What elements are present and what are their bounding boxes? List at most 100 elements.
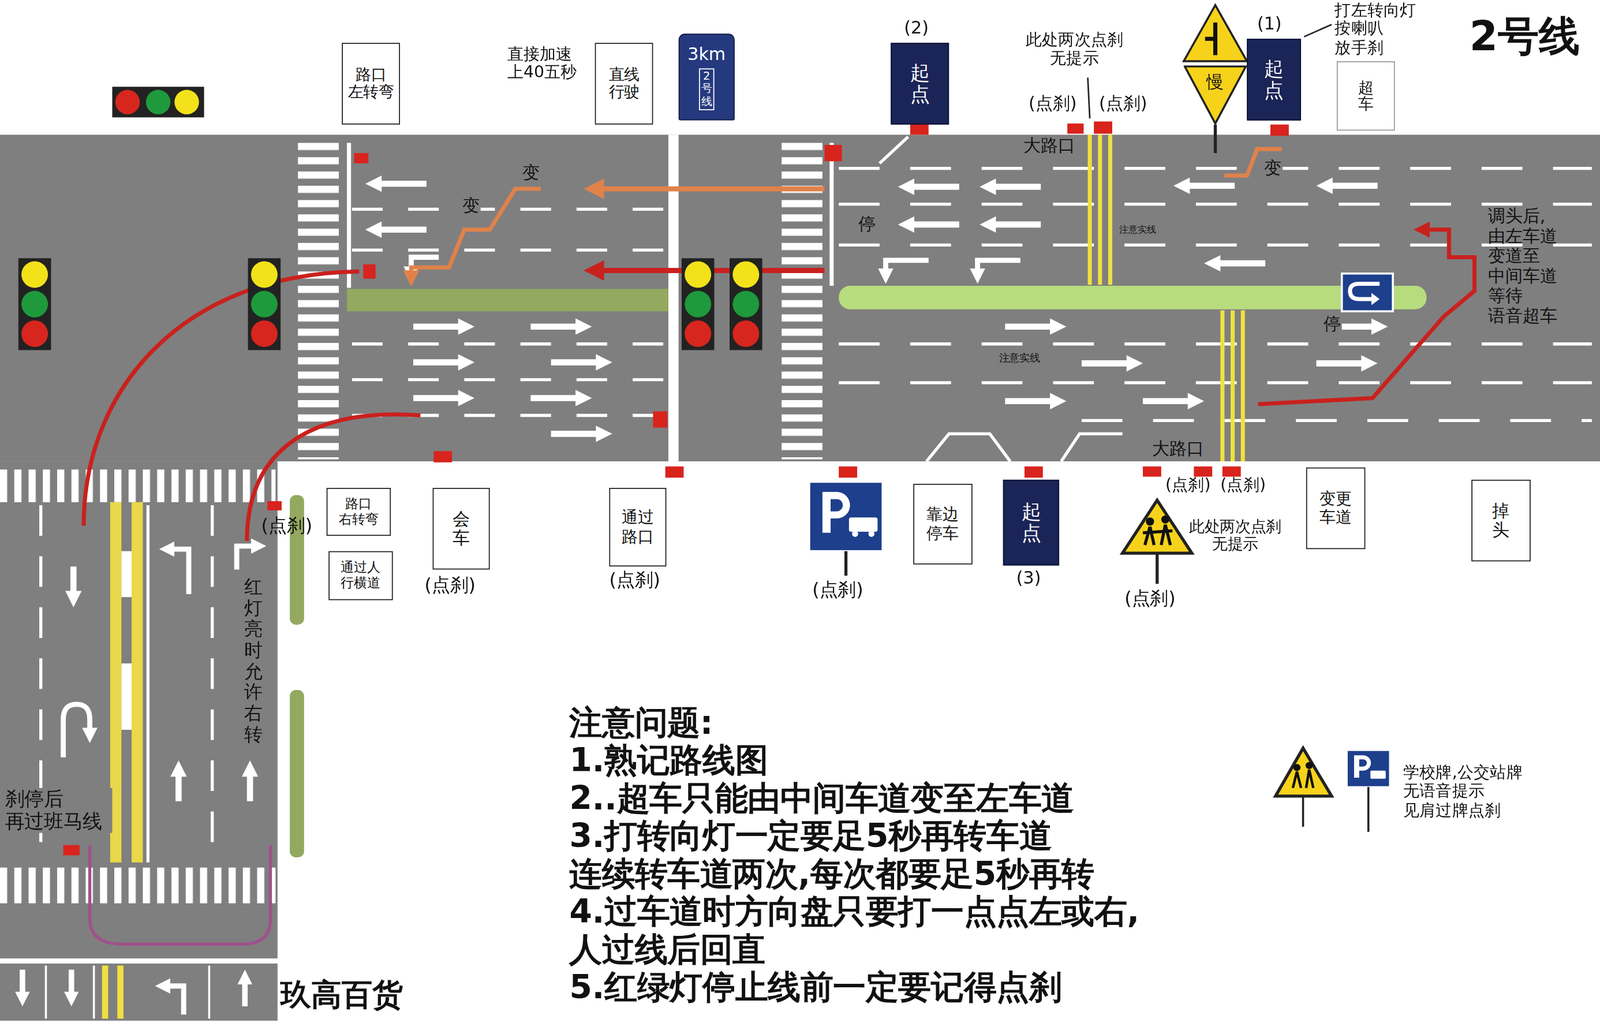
lane-arrow <box>551 353 613 370</box>
instruction-note: 刹停后 再过班马线 <box>4 787 112 833</box>
sign-box: 靠边 停车 <box>913 483 973 565</box>
road-sign <box>1142 524 1173 545</box>
leader-line <box>1303 24 1332 37</box>
lane-marking <box>838 166 1592 170</box>
lane-marking <box>352 342 664 346</box>
brake-note: (点刹) <box>1220 475 1266 495</box>
lane-change-mark: 变 <box>1263 158 1284 179</box>
traffic-light <box>18 258 52 350</box>
start-sign: 起点 <box>890 42 949 125</box>
lane-arrow <box>1316 177 1378 194</box>
lane-marking <box>1061 433 1123 462</box>
legend-icon <box>1305 761 1313 769</box>
road-sign <box>1161 515 1170 524</box>
legend-icon <box>1367 786 1370 832</box>
check-marker <box>353 152 369 164</box>
callout-number: (2) <box>903 18 929 39</box>
sign-text: 路口 右转弯 <box>338 496 379 527</box>
traffic-light <box>18 86 763 350</box>
road-sign <box>809 5 1393 584</box>
lane-arrow <box>1004 393 1067 410</box>
lane-marking <box>352 207 664 211</box>
road-sign <box>1183 5 1248 62</box>
instruction-note: 此处两次点刹 无提示 <box>1023 30 1126 69</box>
lane-arrow <box>898 216 960 233</box>
check-marker <box>652 410 668 428</box>
check-marker <box>63 121 1289 855</box>
check-marker <box>1067 123 1084 134</box>
lane-marking <box>45 965 48 1019</box>
road-sign <box>822 491 851 533</box>
check-marker <box>665 466 684 478</box>
legend-icon <box>1275 748 1390 832</box>
traffic-light <box>174 90 199 115</box>
yellow-line <box>121 551 132 598</box>
median <box>289 689 305 858</box>
sign-text: 起点 <box>910 62 930 106</box>
check-marker <box>824 144 842 162</box>
check-marker <box>63 845 80 856</box>
lane-marking <box>926 433 1011 462</box>
yellow-line <box>1108 134 1113 285</box>
yellow-line <box>105 134 1243 1019</box>
route-line <box>83 148 1475 944</box>
notes-line: 5.红绿灯停止线前一定要记得点刹 <box>569 968 1062 1007</box>
lane-arrow <box>1142 393 1205 410</box>
lane-arrow <box>530 318 592 335</box>
lane-marking <box>879 136 909 164</box>
lane-arrow <box>1081 354 1143 372</box>
check-marker <box>1024 466 1044 478</box>
brake-note: (点刹) <box>1098 94 1148 115</box>
crosswalk <box>0 867 276 904</box>
traffic-light <box>146 90 171 115</box>
road-surface <box>0 134 1600 462</box>
lane-arrow <box>1173 177 1235 194</box>
traffic-light <box>248 258 282 350</box>
check-marker <box>1142 466 1162 477</box>
brake-note: (点刹) <box>424 574 476 596</box>
road-sign <box>844 551 848 576</box>
road-sign <box>1122 499 1192 553</box>
road-label: 注意实线 <box>1118 224 1158 235</box>
lane-arrow <box>15 969 30 1007</box>
yellow-line <box>117 965 124 1019</box>
notes-line: 人过线后回直 <box>569 930 765 968</box>
median <box>346 288 669 312</box>
lane-marking <box>0 958 278 963</box>
traffic-light <box>732 320 760 347</box>
lane-arrow <box>64 969 79 1007</box>
leader-line <box>1088 77 1091 119</box>
traffic-light <box>684 290 712 318</box>
sign-text: 通过 路口 <box>621 508 655 547</box>
title: 2号线 <box>1469 12 1580 59</box>
notes-line: 连续转车道两次,每次都要足5秒再转 <box>569 854 1094 893</box>
legend-icon <box>1292 769 1314 788</box>
lane-arrow <box>1204 255 1266 272</box>
legend-icon <box>1370 770 1386 779</box>
brake-note: (点刹) <box>1028 94 1078 115</box>
lane-marking <box>346 142 351 288</box>
sign-text: 起点 <box>1021 501 1042 544</box>
lane-marking <box>829 142 834 286</box>
road-label: 注意实线 <box>997 352 1041 364</box>
lane-arrow <box>979 216 1041 233</box>
median <box>289 285 1427 858</box>
lane-change-mark: 变 <box>461 195 481 216</box>
lane-arrow <box>365 175 427 192</box>
lane-arrow <box>898 178 960 195</box>
sign-text: 慢 <box>1206 70 1224 95</box>
road-label: 大路口 <box>1150 438 1206 459</box>
lane-arrow <box>241 760 259 802</box>
sign-text: 靠边 停车 <box>926 505 960 543</box>
stop-mark: 停 <box>857 214 877 235</box>
lane-arrow <box>65 566 82 608</box>
lane-arrow <box>551 425 613 442</box>
callout-number: (3) <box>1016 568 1042 589</box>
check-marker <box>1270 124 1289 136</box>
sign-text: 起点 <box>1264 58 1284 102</box>
lane-marking <box>352 378 664 381</box>
lane-arrow <box>236 546 261 570</box>
sign-box: 超车 <box>1336 61 1396 131</box>
route-line <box>83 271 360 526</box>
